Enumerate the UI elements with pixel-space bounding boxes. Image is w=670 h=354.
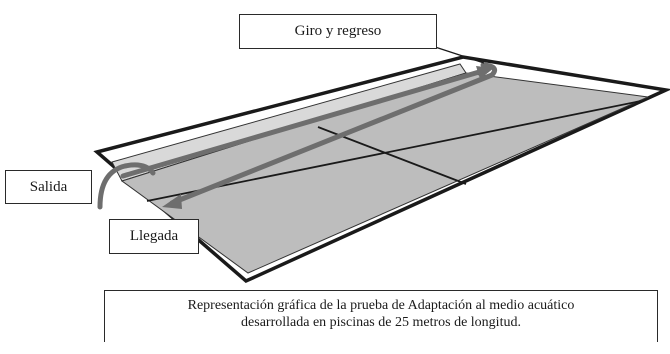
figure-caption: Representación gráfica de la prueba de A… [104, 290, 658, 342]
caption-line-2: desarrollada en piscinas de 25 metros de… [241, 315, 521, 330]
start-entry-arc [97, 162, 156, 210]
arrowhead-turn-icon [476, 66, 494, 79]
start-label: Salida [5, 170, 92, 204]
swim-path-return [169, 72, 495, 206]
start-label-text: Salida [29, 178, 68, 195]
swim-path-outward [120, 67, 489, 179]
finish-label: Llegada [109, 219, 199, 254]
turn-label: Giro y regreso [239, 14, 437, 49]
finish-label-text: Llegada [129, 228, 179, 244]
turn-label-text: Giro y regreso [294, 23, 382, 39]
pool-midline-lengthwise [146, 100, 642, 202]
caption-line-1: Representación gráfica de la prueba de A… [187, 298, 575, 313]
arrowhead-finish-icon [162, 194, 182, 209]
turn-label-leader [431, 45, 485, 64]
